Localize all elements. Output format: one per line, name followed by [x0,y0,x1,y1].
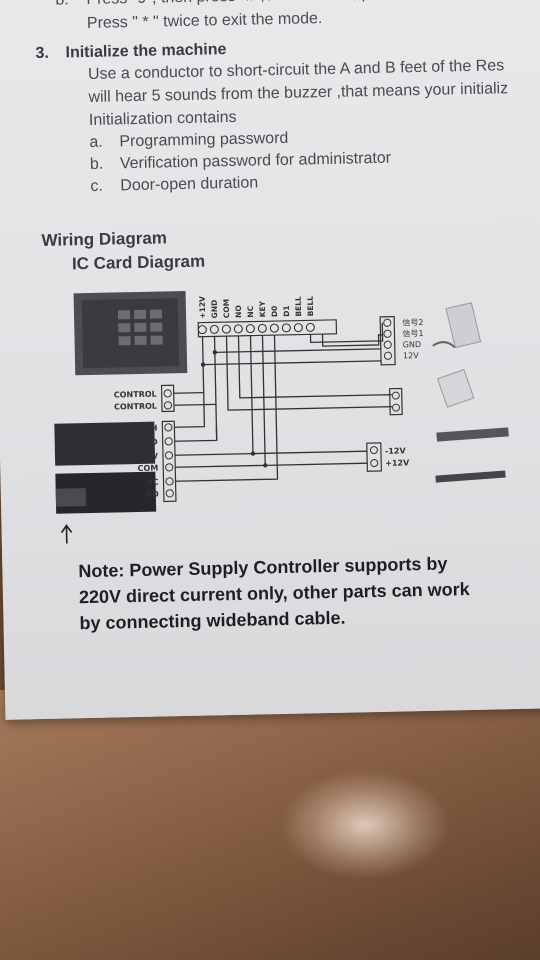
wiring-subtitle: IC Card Diagram [71,251,206,274]
top-terminal-label: KEY [258,300,267,317]
reader-label-12v: 12V [403,351,419,360]
top-terminal-label: COM [222,299,231,319]
note-line2: 220V direct current only, other parts ca… [78,579,470,608]
item-a-marker: a. [89,133,103,151]
left-terminal-screw [164,451,174,460]
top-terminal-screw [209,324,219,334]
section-3-line2: will hear 5 sounds from the buzzer ,that… [88,80,509,106]
left-terminal-screw [163,401,173,410]
electric-lock-image [435,427,509,483]
exit-button-terminal [389,387,403,416]
top-terminal-label: NC [246,305,255,317]
power-supply-image [51,421,157,515]
top-terminal-label: BELL [306,296,315,317]
up-arrow-icon [60,524,73,544]
item-b-text: Verification password for administrator [119,149,392,173]
left-terminal-label: 12V [141,452,159,461]
left-terminal-label: COM [138,464,159,473]
step-b-line2: Press " * " twice to exit the mode. [86,10,323,32]
left-terminal-screw [165,489,174,498]
top-terminal-strip [197,319,338,338]
reader-label-gnd: GND [403,340,422,349]
card-reader-image [432,302,482,349]
section-3-contains: Initialization contains [88,108,237,129]
lock-label-minus12v: -12V [385,446,407,455]
item-b-marker: b. [89,155,104,173]
left-terminal-screw [165,477,174,486]
reader-label-signal2: 信号2 [402,317,423,327]
top-terminal-screw [257,323,267,333]
top-terminal-screw [221,324,231,334]
top-terminal-screw [269,323,279,333]
top-terminal-screw [197,325,207,335]
section-3-number: 3. [35,44,50,63]
section-3-line1: Use a conductor to short-circuit the A a… [87,57,505,83]
wooden-table [0,690,540,960]
top-terminal-screw [245,324,255,334]
note-line3: by connecting wideband cable. [79,607,346,634]
manual-page: b. Press "9", then press "#",enter " 123… [0,0,540,720]
top-terminal-label: NO [234,305,243,318]
item-a-text: Programming password [119,129,289,151]
item-c-marker: c. [90,177,103,195]
power-terminal [161,420,177,503]
top-terminal-screw [281,323,291,333]
top-terminal-label: +12V [198,296,207,319]
reader-terminal-screw [383,340,392,349]
top-terminal-label: D0 [270,306,279,318]
item-c-text: Door-open duration [120,174,259,195]
reader-terminal-screw [383,318,392,327]
keypad-device-image [73,290,188,376]
top-terminal-screw [233,324,243,334]
left-terminal-label: PUSH [133,424,158,434]
left-terminal-screw [164,423,173,432]
left-terminal-label: CONTROL [114,402,157,412]
step-b-marker: b. [55,0,69,10]
top-terminal-label: D1 [282,305,291,317]
step-b-line1: Press "9", then press "#",enter " 123" ,… [86,0,519,9]
light-glare [280,770,450,880]
control-terminal [160,384,175,413]
left-terminal-label: NO [145,490,159,499]
left-terminal-label: NC [146,478,159,487]
left-terminal-screw [163,389,172,398]
lock-label-plus12v: +12V [385,458,410,468]
left-terminal-label: CONTROL [114,390,157,400]
top-terminal-label: GND [210,300,219,319]
left-terminal-screw [165,463,174,472]
exit-button-image [436,368,475,408]
top-terminal-screw [305,322,315,332]
wiring-lines [173,322,393,482]
reader-terminal-screw [383,351,393,360]
section-3-title: Initialize the machine [65,41,227,62]
reader-terminal-screw [383,329,392,338]
reader-label-signal1: 信号1 [402,328,423,338]
note-line1: Note: Power Supply Controller supports b… [78,553,448,582]
top-terminal-label: BELL [294,296,303,317]
top-terminal-screw [293,323,303,333]
lock-terminal [366,442,382,472]
wiring-title: Wiring Diagram [41,228,168,250]
left-terminal-label: GND [138,438,158,447]
left-terminal-screw [164,437,173,446]
